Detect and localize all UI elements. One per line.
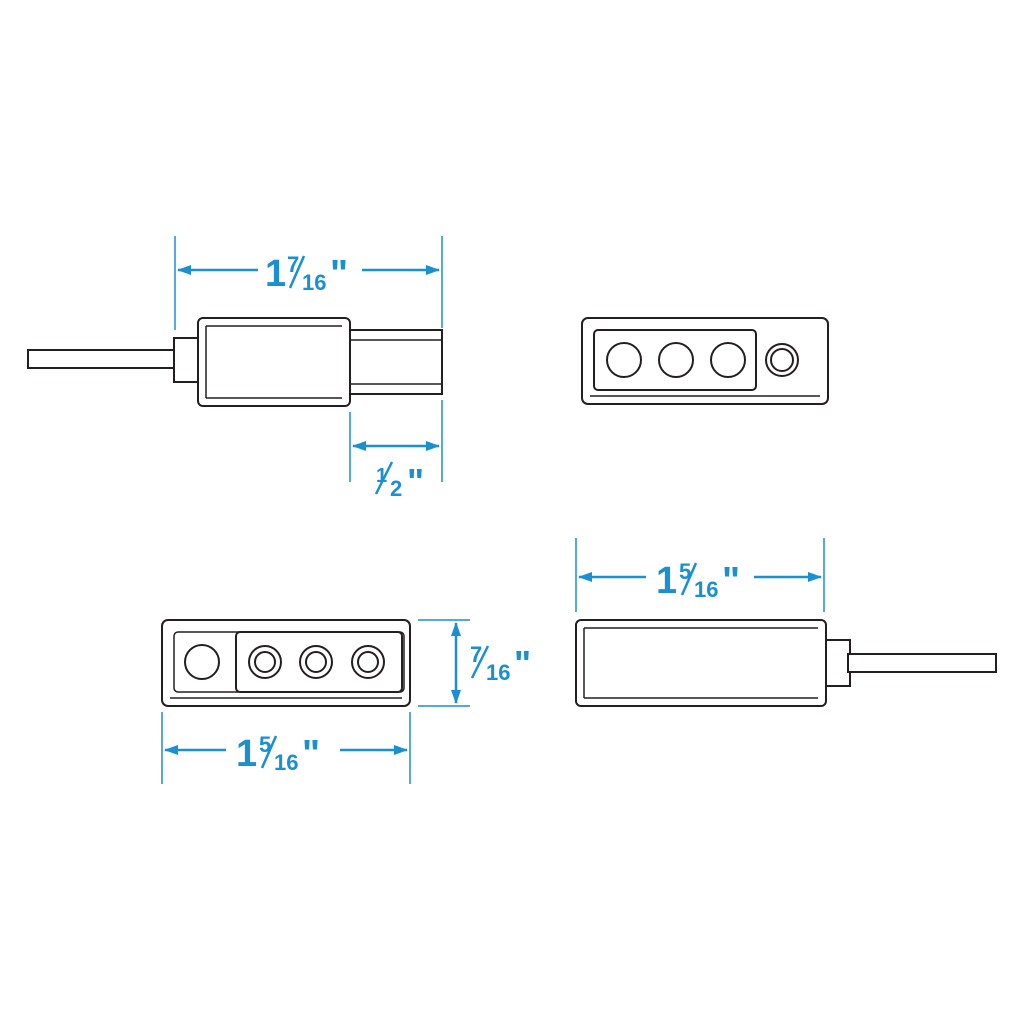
top-length-whole: 1 [265,253,286,295]
strain-relief [173,337,201,383]
dimension-bottom-left-width: 1 5 16 " [161,712,411,784]
bottom-left-height-num: 7 [470,642,482,667]
top-insert-num: 1 [376,465,387,487]
front-view-plug [161,619,411,707]
hole-1 [606,342,642,378]
bottom-left-height-mark: " [514,643,531,684]
socket-cable [847,653,997,673]
dimension-top-length: 1 7 16 " [174,236,443,330]
top-insert-mark: " [407,461,424,502]
pin-2-inner [305,651,327,673]
top-length-mark: " [330,253,348,295]
socket-body [575,619,827,707]
front-view-socket [581,317,829,405]
dimension-bottom-left-height: 7 16 " [418,619,531,707]
plug-body [197,317,351,407]
bottom-right-width-mark: " [722,560,740,602]
cable [27,349,177,369]
pin-1-inner [254,651,276,673]
bottom-left-width-whole: 1 [236,733,257,775]
top-insert-den: 2 [390,476,402,501]
pin-3-inner [357,651,379,673]
hole-3 [710,342,746,378]
dimension-top-insert: 1 2 " [349,400,443,502]
plug-hole [184,644,220,680]
dimension-bottom-right-width: 1 5 16 " [575,538,825,612]
bottom-right-width-whole: 1 [656,560,677,602]
bottom-left-width-den: 16 [274,750,298,775]
pin-inner [770,348,794,372]
bottom-left-width-mark: " [302,733,320,775]
socket-strain-relief [825,639,851,687]
side-view-socket [575,619,997,707]
hole-2 [658,342,694,378]
bottom-left-height-den: 16 [486,660,510,685]
side-view-plug [27,317,443,407]
top-length-den: 16 [302,270,326,295]
bottom-right-width-den: 16 [694,577,718,602]
